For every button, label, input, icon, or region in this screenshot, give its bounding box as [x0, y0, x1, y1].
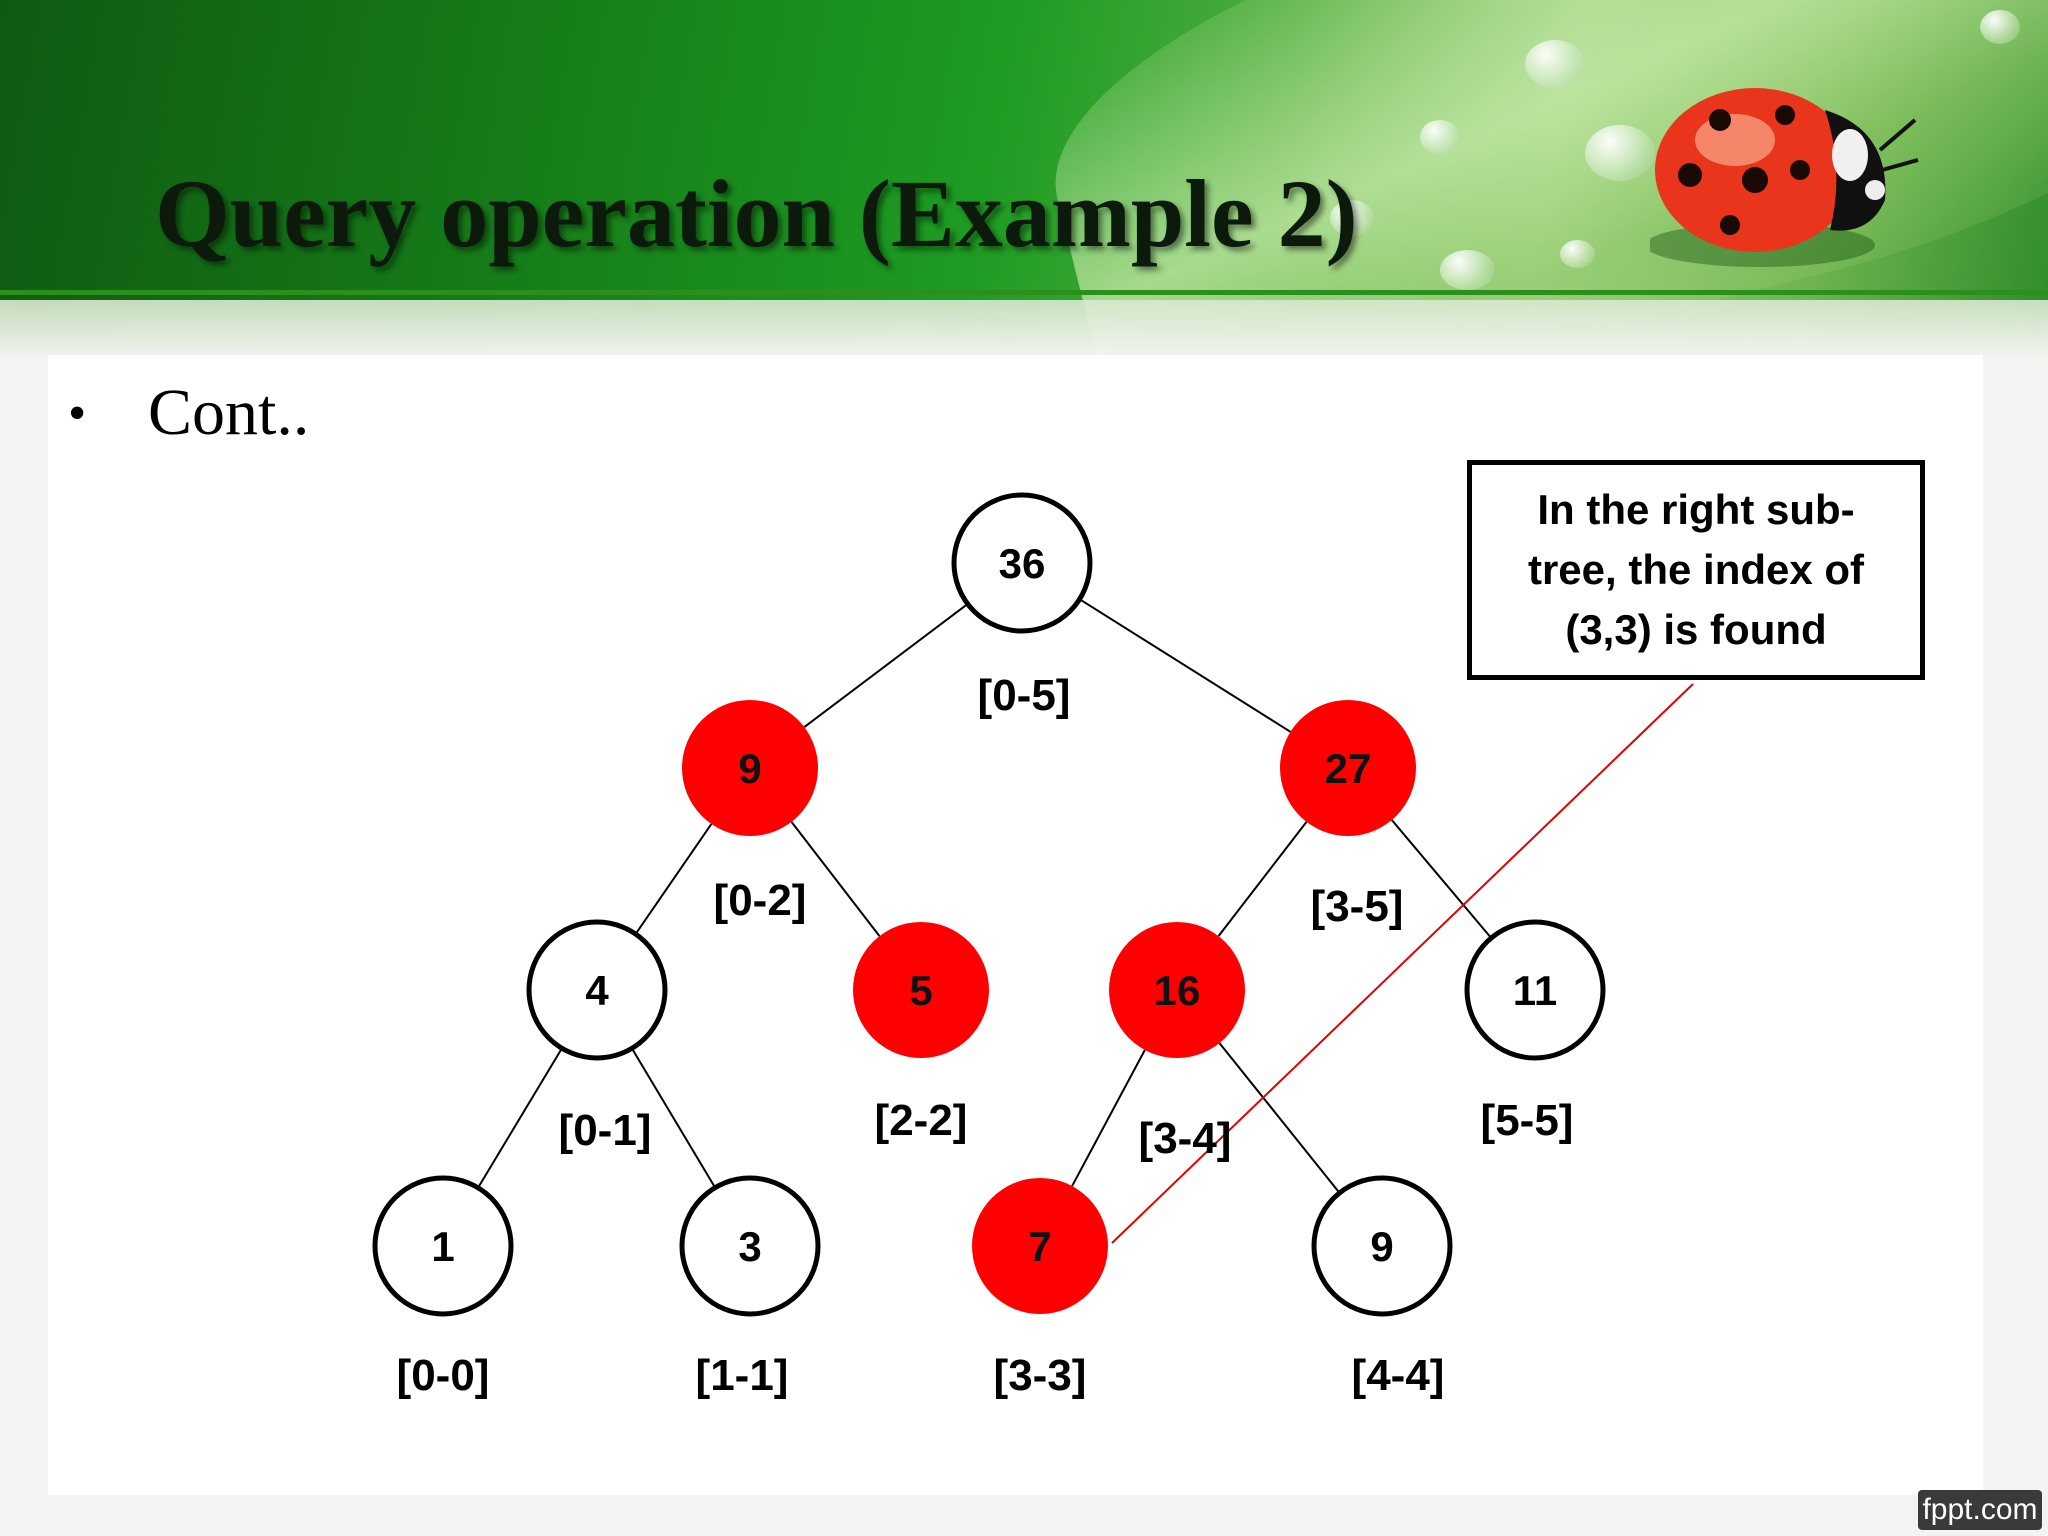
- page-title: Query operation (Example 2): [155, 160, 1358, 267]
- tree-node-range: [0-0]: [397, 1351, 490, 1400]
- tree-node-circle: [526, 919, 668, 1061]
- tree-node-circle: [1280, 700, 1416, 836]
- callout-pointer-line: [1111, 683, 1694, 1244]
- tree-edge: [1391, 819, 1492, 939]
- water-drop: [1585, 125, 1655, 181]
- tree-node-range: [3-4]: [1139, 1114, 1232, 1163]
- tree-edge: [631, 1047, 716, 1189]
- tree-node: 5: [853, 922, 989, 1058]
- ladybug-image: [1650, 88, 1919, 267]
- tree-node: 3: [679, 1175, 821, 1317]
- bullet-item: • Cont..: [68, 375, 309, 451]
- tree-node-circle: [1109, 922, 1245, 1058]
- tree-node: 1: [372, 1175, 514, 1317]
- tree-node-range: [3-3]: [994, 1351, 1087, 1400]
- header-fade: [0, 300, 2048, 355]
- tree-edges: [477, 598, 1492, 1194]
- tree-node-circle: [972, 1178, 1108, 1314]
- header-banner: [0, 0, 2048, 355]
- tree-node: 27: [1280, 700, 1416, 836]
- fppt-logo: fppt.com: [1918, 1490, 2042, 1530]
- header-rule: [0, 290, 2048, 295]
- range-labels: [0-5] [0-2] [3-5] [0-1] [2-2] [3-4] [5-5] [0-0]…: [397, 671, 1574, 1400]
- tree-node-value: 7: [1028, 1223, 1051, 1270]
- water-drop: [1980, 10, 2020, 44]
- water-drop: [1420, 120, 1460, 154]
- tree-node-circle: [951, 492, 1093, 634]
- tree-edge: [1217, 821, 1308, 937]
- tree-node-range: [1-1]: [696, 1351, 789, 1400]
- tree-node: 9: [1311, 1175, 1453, 1317]
- tree-edge: [634, 823, 713, 935]
- tree-node-value: 27: [1325, 745, 1372, 792]
- water-drop: [1440, 250, 1495, 290]
- tree-node-value: 9: [738, 745, 761, 792]
- tree-node-circle: [372, 1175, 514, 1317]
- tree-node-value: 36: [999, 540, 1046, 587]
- tree-node-range: [3-5]: [1311, 882, 1404, 931]
- tree-node-value: 11: [1513, 967, 1557, 1014]
- water-drop: [1330, 200, 1374, 236]
- water-drop: [1560, 240, 1595, 268]
- tree-node: 11: [1464, 919, 1606, 1061]
- tree-edge: [803, 603, 969, 728]
- tree-edge: [790, 821, 881, 937]
- tree-edge: [1071, 1049, 1146, 1187]
- tree-node: 9: [682, 700, 818, 836]
- tree-node-range: [0-1]: [559, 1106, 652, 1155]
- tree-node: 36: [951, 492, 1093, 634]
- tree-node-circle: [682, 700, 818, 836]
- tree-node-range: [0-2]: [714, 876, 807, 925]
- tree-node-circle: [1464, 919, 1606, 1061]
- tree-node-range: [5-5]: [1481, 1096, 1574, 1145]
- tree-node: 16: [1109, 922, 1245, 1058]
- bullet-text: Cont..: [148, 376, 310, 449]
- water-drop: [1525, 40, 1585, 88]
- tree-node-value: 9: [1370, 1223, 1393, 1270]
- tree-node-range: [4-4]: [1352, 1351, 1445, 1400]
- bullet-icon: •: [68, 384, 87, 442]
- tree-node-circle: [1311, 1175, 1453, 1317]
- tree-node-value: 5: [909, 967, 932, 1014]
- tree-edge: [477, 1047, 563, 1189]
- tree-node: 7: [972, 1178, 1108, 1314]
- callout-box: In the right sub-tree, the index of (3,3…: [1467, 460, 1925, 680]
- tree-node-value: 16: [1154, 967, 1201, 1014]
- tree-node-circle: [679, 1175, 821, 1317]
- tree-node-range: [2-2]: [875, 1096, 968, 1145]
- tree-edge: [1218, 1042, 1341, 1194]
- tree-node-value: 1: [431, 1223, 454, 1270]
- callout-text: In the right sub-tree, the index of (3,3…: [1527, 486, 1865, 653]
- tree-node-value: 3: [738, 1223, 761, 1270]
- tree-node-circle: [853, 922, 989, 1058]
- tree-node-value: 4: [585, 967, 609, 1014]
- tree-node: 4: [526, 919, 668, 1061]
- tree-edge: [1079, 598, 1291, 733]
- tree-node-range: [0-5]: [978, 671, 1071, 720]
